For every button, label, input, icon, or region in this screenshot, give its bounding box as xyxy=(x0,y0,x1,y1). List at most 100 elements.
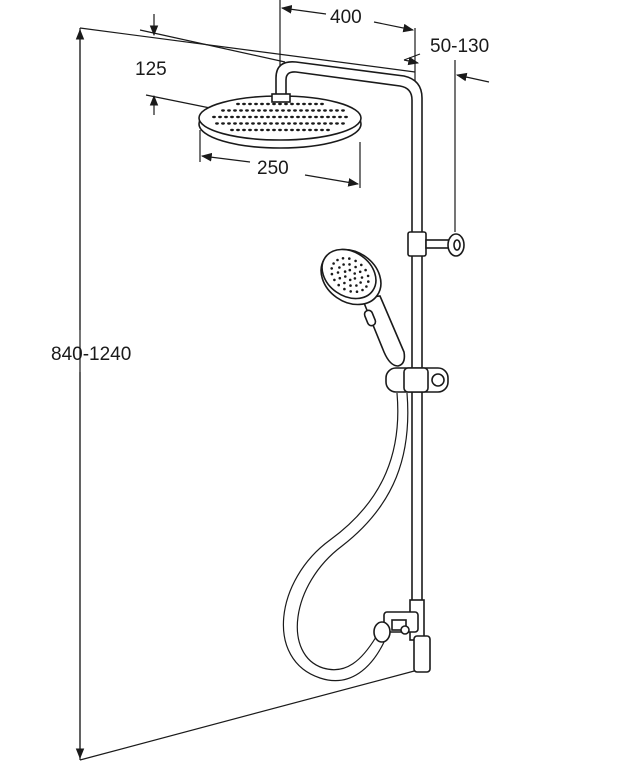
arm-length-label: 400 xyxy=(330,7,362,28)
nozzle-hole xyxy=(344,115,348,119)
nozzle-hole xyxy=(251,109,255,112)
hand-nozzle-hole xyxy=(348,257,351,260)
nozzle-hole xyxy=(257,122,261,125)
nozzle-hole xyxy=(245,122,249,125)
nozzle-hole xyxy=(263,122,267,125)
nozzle-hole xyxy=(257,109,261,112)
hand-nozzle-hole xyxy=(330,272,334,276)
wall-offset-dimension: 50-130 xyxy=(403,36,489,232)
hand-nozzle-hole xyxy=(353,277,357,280)
nozzle-hole xyxy=(218,115,222,119)
hand-nozzle-hole xyxy=(343,270,347,273)
nozzle-hole xyxy=(275,109,279,112)
hand-nozzle-hole xyxy=(332,262,335,265)
hand-nozzle-hole xyxy=(367,280,370,283)
nozzle-hole xyxy=(308,128,312,132)
nozzle-hole xyxy=(275,122,279,125)
nozzle-hole xyxy=(308,102,312,106)
nozzle-hole xyxy=(293,109,297,112)
head-drop-dimension: 125 xyxy=(135,14,286,115)
nozzle-hole xyxy=(236,128,240,132)
nozzle-hole xyxy=(284,115,288,119)
nozzle-hole xyxy=(239,109,243,112)
nozzle-hole xyxy=(329,122,333,125)
nozzle-hole xyxy=(230,115,234,119)
nozzle-hole xyxy=(263,109,267,112)
arm-length-dimension: 400 xyxy=(279,0,416,112)
nozzle-hole xyxy=(335,122,339,125)
nozzle-hole xyxy=(296,102,300,106)
nozzle-hole xyxy=(320,115,324,119)
nozzle-hole xyxy=(221,122,225,125)
nozzle-hole xyxy=(266,128,270,132)
hand-nozzle-hole xyxy=(330,267,334,270)
hand-nozzle-hole xyxy=(343,287,346,291)
nozzle-hole xyxy=(323,122,327,125)
nozzle-hole xyxy=(260,102,264,106)
hand-nozzle-hole xyxy=(338,276,342,280)
nozzle-hole xyxy=(296,115,300,119)
rain-shower-head xyxy=(198,93,362,149)
nozzle-hole xyxy=(242,115,246,119)
nozzle-hole xyxy=(260,128,264,132)
nozzle-hole xyxy=(248,102,252,106)
nozzle-hole xyxy=(239,122,243,125)
nozzle-hole xyxy=(230,128,234,132)
height-dimension: 840-1240 xyxy=(51,28,131,760)
nozzle-hole xyxy=(335,109,339,112)
nozzle-hole xyxy=(329,109,333,112)
nozzle-hole xyxy=(281,109,285,112)
nozzle-hole xyxy=(269,122,273,125)
nozzle-hole xyxy=(299,122,303,125)
wall-bracket xyxy=(407,231,465,257)
nozzle-hole xyxy=(287,109,291,112)
nozzle-hole xyxy=(302,115,306,119)
nozzle-hole xyxy=(284,102,288,106)
slider-holder xyxy=(385,367,449,393)
nozzle-hole xyxy=(323,109,327,112)
hand-nozzle-hole xyxy=(360,276,364,279)
nozzle-hole xyxy=(266,115,270,119)
hand-nozzle-hole xyxy=(364,268,367,272)
nozzle-hole xyxy=(302,128,306,132)
nozzle-hole xyxy=(242,102,246,106)
hand-nozzle-hole xyxy=(355,284,358,287)
nozzle-hole xyxy=(236,102,240,106)
hand-nozzle-hole xyxy=(338,266,341,269)
nozzle-hole xyxy=(314,115,318,119)
nozzle-hole xyxy=(317,122,321,125)
nozzle-hole xyxy=(326,128,330,132)
nozzle-hole xyxy=(299,109,303,112)
nozzle-hole xyxy=(284,128,288,132)
hand-nozzle-hole xyxy=(353,272,357,275)
nozzle-hole xyxy=(254,102,258,106)
nozzle-hole xyxy=(278,128,282,132)
hand-shower xyxy=(320,248,406,367)
shower-hose xyxy=(282,392,409,682)
nozzle-hole xyxy=(311,109,315,112)
hand-nozzle-hole xyxy=(358,270,362,274)
head-diameter-label: 250 xyxy=(257,158,289,179)
nozzle-hole xyxy=(332,115,336,119)
nozzle-hole xyxy=(227,109,231,112)
hand-nozzle-hole xyxy=(349,290,353,293)
nozzle-hole xyxy=(254,115,258,119)
nozzle-hole xyxy=(302,102,306,106)
hand-nozzle-hole xyxy=(348,278,352,282)
shower-arm xyxy=(275,61,423,237)
nozzle-hole xyxy=(320,102,324,106)
nozzle-hole xyxy=(341,109,345,112)
hand-nozzle-hole xyxy=(348,263,351,266)
hand-nozzle-hole xyxy=(333,278,336,282)
hand-nozzle-hole xyxy=(360,263,363,267)
hand-shower-nozzles xyxy=(330,257,370,294)
hand-nozzle-hole xyxy=(348,268,352,272)
nozzle-hole xyxy=(278,115,282,119)
nozzle-hole xyxy=(212,115,216,119)
nozzle-hole xyxy=(338,115,342,119)
height-dimension-label: 840-1240 xyxy=(51,344,131,365)
nozzle-hole xyxy=(221,109,225,112)
head-diameter-dimension: 250 xyxy=(199,130,361,188)
nozzle-hole xyxy=(308,115,312,119)
